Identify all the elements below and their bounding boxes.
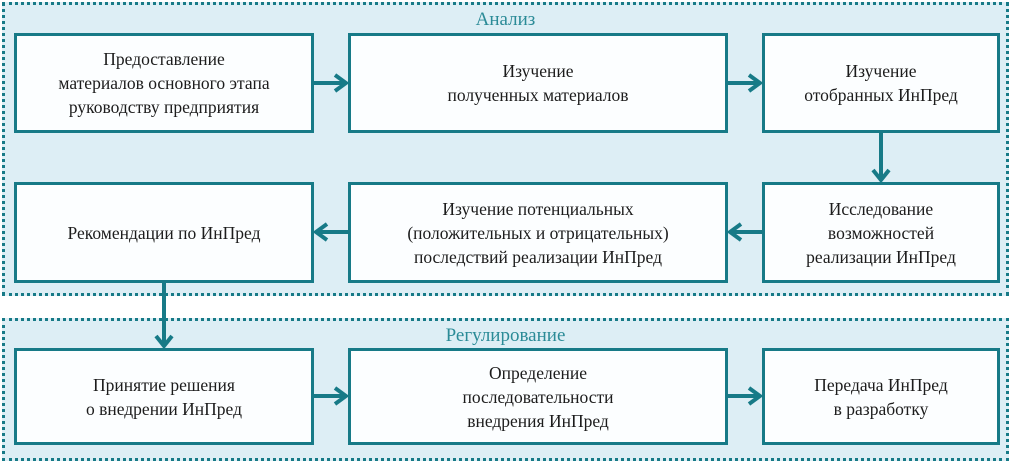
box-transfer-to-development: Передача ИнПред в разработку	[762, 348, 1000, 445]
arrow-right-icon	[314, 73, 349, 93]
arrow-right-icon	[314, 386, 349, 406]
box-implementation-sequence: Определение последовательности внедрения…	[348, 348, 728, 445]
box-study-received-materials: Изучение полученных материалов	[348, 33, 728, 133]
arrow-left-icon	[313, 222, 348, 242]
box-recommendations: Рекомендации по ИнПред	[14, 182, 314, 283]
box-provide-materials: Предоставление материалов основного этап…	[14, 33, 314, 133]
box-research-feasibility: Исследование возможностей реализации ИнП…	[762, 182, 1000, 283]
arrow-down-icon	[154, 282, 174, 349]
section-regulation-label: Регулирование	[445, 325, 566, 346]
arrow-left-icon	[727, 222, 762, 242]
box-implementation-decision: Принятие решения о внедрении ИнПред	[14, 348, 314, 445]
section-analysis-label: Анализ	[475, 9, 536, 30]
box-study-selected-inpred: Изучение отобранных ИнПред	[762, 33, 1000, 133]
arrow-right-icon	[728, 73, 763, 93]
box-study-consequences: Изучение потенциальных (положительных и …	[348, 182, 728, 283]
arrow-down-icon	[871, 132, 891, 183]
arrow-right-icon	[728, 386, 763, 406]
